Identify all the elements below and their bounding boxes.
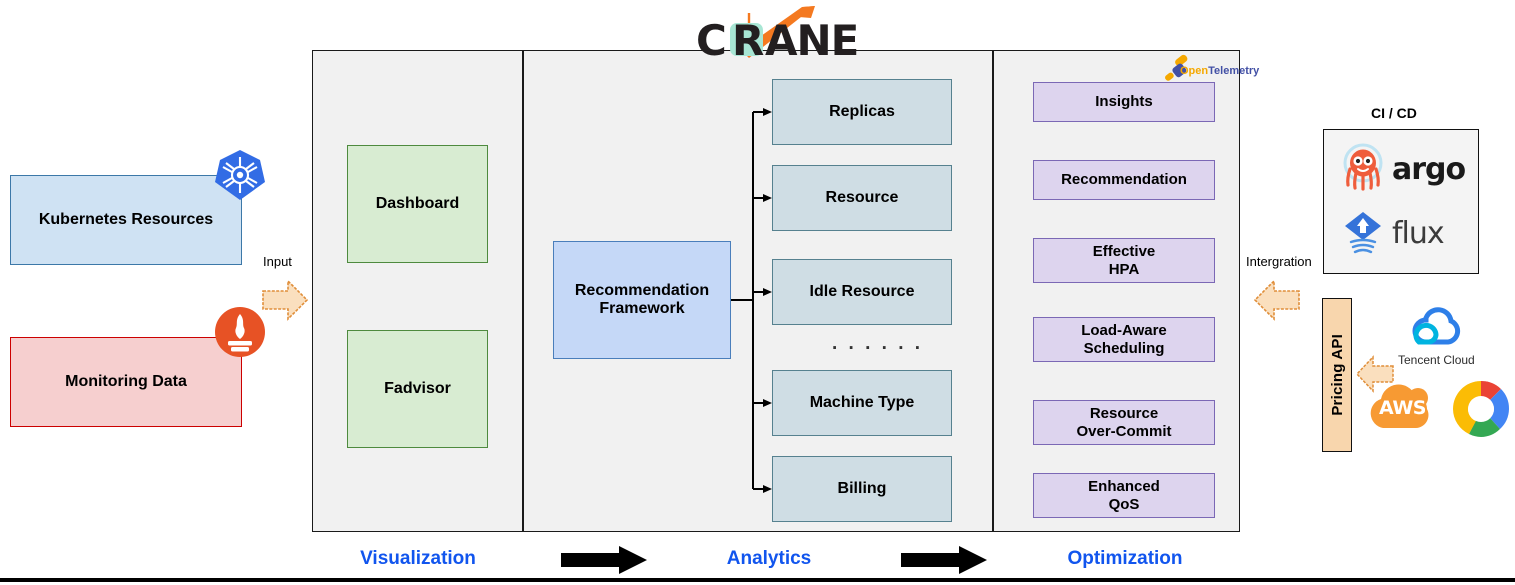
effective-hpa-box[interactable]: Effective HPA xyxy=(1033,238,1215,283)
crane-r-highlight xyxy=(730,23,763,56)
visualization-panel xyxy=(312,50,523,532)
fadvisor-box[interactable]: Fadvisor xyxy=(347,330,488,448)
pricing-api-box[interactable]: Pricing API xyxy=(1322,298,1352,452)
load-aware-scheduling-box[interactable]: Load-Aware Scheduling xyxy=(1033,317,1215,362)
idle-resource-label: Idle Resource xyxy=(809,282,915,300)
resource-over-commit-line1: Resource xyxy=(1089,405,1159,423)
enhanced-qos-line1: Enhanced xyxy=(1088,478,1160,496)
recommendation-framework-line1: Recommendation xyxy=(574,281,710,299)
crane-logo: C R ANE xyxy=(695,4,859,65)
aws-cloud-icon xyxy=(1370,384,1429,428)
crane-letters-ane: ANE xyxy=(765,16,859,65)
kubernetes-resources-box[interactable]: Kubernetes Resources xyxy=(10,175,242,265)
google-cloud-icon xyxy=(1453,380,1510,437)
argo-wordmark: argo xyxy=(1392,152,1466,187)
resource-box[interactable]: Resource xyxy=(772,165,952,231)
load-aware-scheduling-line1: Load-Aware xyxy=(1081,322,1167,340)
input-arrow-icon xyxy=(262,279,309,321)
recommendation-label: Recommendation xyxy=(1061,171,1187,189)
recommendation-framework-box[interactable]: Recommendation Framework xyxy=(553,241,731,359)
opentelemetry-word-telemetry: Telemetry xyxy=(1208,65,1260,77)
monitoring-data-label: Monitoring Data xyxy=(65,372,187,390)
insights-box[interactable]: Insights xyxy=(1033,82,1215,122)
integration-arrow-icon xyxy=(1253,279,1300,321)
dashboard-label: Dashboard xyxy=(375,194,460,212)
resource-over-commit-box[interactable]: Resource Over-Commit xyxy=(1033,400,1215,445)
stage-arrow-1-icon xyxy=(561,546,647,574)
recommendation-box[interactable]: Recommendation xyxy=(1033,160,1215,200)
stage-arrow-2-icon xyxy=(901,546,987,574)
pricing-arrow-icon xyxy=(1355,355,1394,393)
machine-type-label: Machine Type xyxy=(809,393,915,411)
pricing-api-label: Pricing API xyxy=(1328,334,1346,416)
monitoring-data-box[interactable]: Monitoring Data xyxy=(10,337,242,427)
integration-arrow-label: Intergration xyxy=(1246,254,1312,269)
kubernetes-resources-label: Kubernetes Resources xyxy=(38,210,214,228)
billing-box[interactable]: Billing xyxy=(772,456,952,522)
replicas-box[interactable]: Replicas xyxy=(772,79,952,145)
stage-label-analytics: Analytics xyxy=(726,548,812,569)
load-aware-scheduling-line2: Scheduling xyxy=(1083,339,1165,357)
bottom-divider xyxy=(0,578,1515,582)
opentelemetry-icon xyxy=(1165,54,1188,81)
dashboard-box[interactable]: Dashboard xyxy=(347,145,488,263)
replicas-label: Replicas xyxy=(829,102,895,120)
idle-resource-box[interactable]: Idle Resource xyxy=(772,259,952,325)
fadvisor-label: Fadvisor xyxy=(384,379,451,397)
input-arrow-label: Input xyxy=(263,254,292,269)
effective-hpa-line1: Effective xyxy=(1092,243,1156,261)
insights-label: Insights xyxy=(1095,93,1153,111)
stage-label-visualization: Visualization xyxy=(360,548,476,569)
prometheus-icon xyxy=(215,307,265,357)
tencent-cloud-icon xyxy=(1412,307,1461,345)
analytics-ellipsis: . . . . . . xyxy=(832,333,924,354)
ci-cd-title: CI / CD xyxy=(1371,105,1417,121)
kubernetes-icon xyxy=(215,150,265,200)
effective-hpa-line2: HPA xyxy=(1108,260,1140,278)
resource-over-commit-line2: Over-Commit xyxy=(1076,422,1172,440)
crane-letter-c: C xyxy=(696,16,727,65)
tencent-cloud-label: Tencent Cloud xyxy=(1398,353,1475,367)
optimization-panel xyxy=(993,50,1240,532)
flux-wordmark: flux xyxy=(1392,216,1445,251)
recommendation-framework-line2: Framework xyxy=(599,300,685,317)
billing-label: Billing xyxy=(837,479,887,497)
argo-octopus-icon xyxy=(1343,143,1383,191)
aws-wordmark: AWS xyxy=(1379,397,1427,419)
stage-label-optimization: Optimization xyxy=(1067,548,1183,569)
machine-type-box[interactable]: Machine Type xyxy=(772,370,952,436)
resource-label: Resource xyxy=(825,188,899,206)
enhanced-qos-line2: QoS xyxy=(1108,495,1140,513)
crane-letter-r: R xyxy=(732,16,765,65)
opentelemetry-word-open: Open xyxy=(1180,65,1209,77)
enhanced-qos-box[interactable]: Enhanced QoS xyxy=(1033,473,1215,518)
flux-diamond-icon xyxy=(1345,212,1381,254)
opentelemetry-wordmark: OpenTelemetry xyxy=(1180,65,1259,77)
